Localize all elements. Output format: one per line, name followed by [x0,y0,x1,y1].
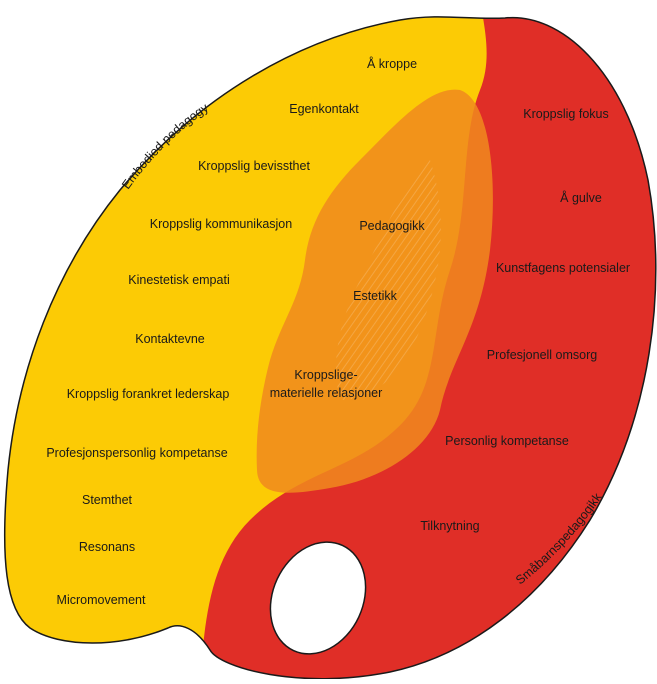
yellow-label: Egenkontakt [289,102,359,116]
overlap-label: Estetikk [353,289,398,303]
overlap-label: Kroppslige- [294,368,357,382]
yellow-label: Kontaktevne [135,332,205,346]
red-label: Å gulve [560,190,602,205]
overlap-hatch [336,160,441,400]
red-label: Tilknytning [420,519,479,533]
red-label: Kunstfagens potensialer [496,261,630,275]
yellow-label: Kroppslig kommunikasjon [150,217,292,231]
red-label: Profesjonell omsorg [487,348,598,362]
palette-outline [3,16,657,680]
yellow-label: Kinestetisk empati [128,273,229,287]
yellow-label: Kroppslig bevissthet [198,159,310,173]
red-region [200,16,656,679]
yellow-label: Stemthet [82,493,133,507]
yellow-label: Resonans [79,540,135,554]
yellow-label: Micromovement [57,593,146,607]
yellow-label: Profesjonspersonlig kompetanse [46,446,227,460]
red-label: Kroppslig fokus [523,107,608,121]
yellow-label: Å kroppe [367,56,417,71]
overlap-label: Pedagogikk [359,219,425,233]
thumb-hole [269,541,367,655]
red-label: Personlig kompetanse [445,434,569,448]
overlap-label: materielle relasjoner [270,386,383,400]
yellow-label: Kroppslig forankret lederskap [67,387,230,401]
